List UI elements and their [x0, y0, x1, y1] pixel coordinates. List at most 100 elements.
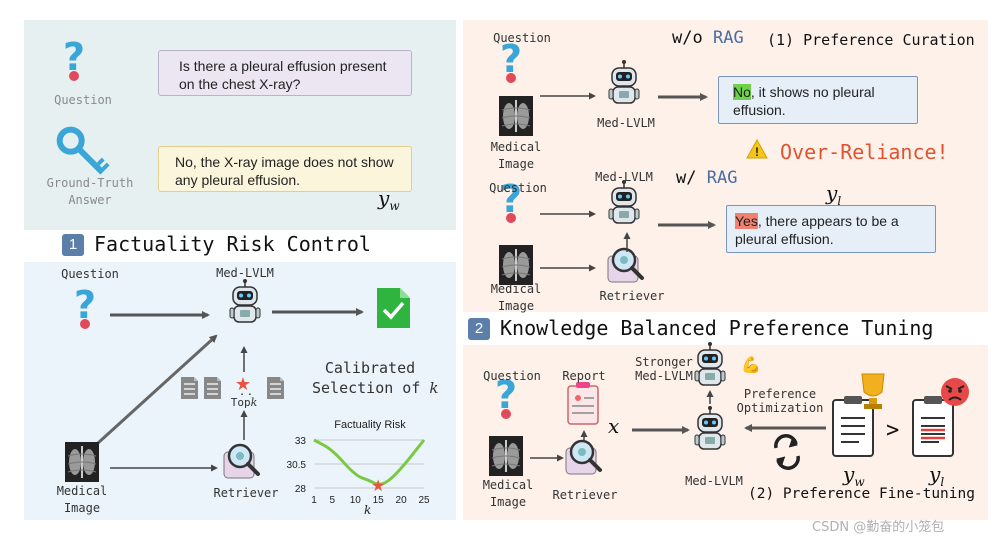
xray-image-icon — [64, 441, 100, 483]
wo-rag-label: w/o RAG — [672, 28, 744, 48]
answer-no-bubble: No, it shows no pleural effusion. — [718, 76, 918, 124]
medical-image-label-line1: Medical — [490, 140, 542, 154]
stronger-line1: Stronger — [635, 355, 693, 369]
document-icon — [266, 376, 285, 400]
topk-label: Topk — [222, 396, 266, 410]
yw-base: y — [843, 462, 855, 486]
section1-title-text: Factuality Risk Control — [94, 232, 371, 256]
document-icon — [203, 376, 222, 400]
pref-opt-line1: Preference — [743, 387, 817, 401]
question-label: Question — [489, 181, 547, 195]
section2-title-text: Knowledge Balanced Preference Tuning — [500, 316, 934, 340]
med-lvlm-label: Med-LVLM — [685, 474, 743, 488]
preference-finetuning-title: (2) Preference Fine-tuning — [748, 486, 975, 502]
ground-truth-text: No, the X-ray image does not show any pl… — [175, 154, 394, 188]
ground-truth-label-line2: Answer — [68, 193, 112, 207]
topk-text: Top — [230, 396, 251, 409]
angry-face-icon — [941, 378, 969, 406]
cycle-arrows-icon — [774, 434, 800, 470]
preference-curation-title: (1) Preference Curation — [767, 31, 975, 49]
xray-image-icon — [498, 95, 534, 137]
chart-risk-line — [313, 438, 426, 486]
panel-preference-curation — [463, 20, 988, 312]
ellipsis-dots: . . — [240, 382, 252, 398]
chart-optimum-star: ★ — [371, 478, 385, 495]
over-reliance-warning: Over-Reliance! — [780, 140, 949, 164]
medical-image-label-line2: Image — [489, 495, 527, 509]
trophy-icon — [861, 373, 885, 409]
chart-title: Factuality Risk — [334, 419, 406, 431]
question-label: Question — [61, 267, 119, 281]
section1-title: 1 Factuality Risk Control — [62, 232, 371, 256]
pref-opt-line2: Optimization — [736, 401, 824, 415]
yl-base: y — [826, 181, 838, 205]
answer-no-highlight: No — [733, 84, 751, 100]
question-label: Question — [493, 31, 551, 45]
yl-symbol: yl — [826, 181, 841, 208]
yw-subscript: w — [389, 199, 400, 213]
yl-symbol: yl — [929, 462, 944, 489]
retriever-icon — [222, 443, 260, 480]
calibrated-variable: k — [429, 379, 439, 397]
report-label: Report — [562, 369, 606, 383]
verified-document-icon — [377, 288, 410, 328]
medical-image-label: Medical Image — [478, 282, 554, 313]
retriever-icon — [606, 247, 644, 284]
med-lvlm-label: Med-LVLM — [216, 266, 274, 280]
retriever-label: Retriever — [552, 488, 618, 502]
rag-text: RAG — [712, 28, 744, 48]
chart-x-tick-label: 10 — [350, 495, 362, 506]
medical-image-label-line1: Medical — [56, 484, 108, 498]
report-icon — [567, 382, 599, 425]
yl-base: y — [929, 462, 941, 486]
xray-image-icon — [498, 244, 534, 286]
star-icon: ★ — [235, 374, 251, 394]
medical-image-label-line2: Image — [497, 299, 535, 313]
rag-text: RAG — [706, 168, 738, 188]
chart-x-tick-label: 25 — [418, 495, 430, 506]
yw-symbol: yw — [378, 186, 400, 213]
answer-yes-highlight: Yes — [735, 213, 758, 229]
med-lvlm-label: Med-LVLM — [597, 116, 655, 130]
calibrated-line2: Selection of k — [312, 378, 439, 398]
calibrated-selection-label: Calibrated Selection of k — [312, 358, 439, 398]
robot-icon — [229, 278, 261, 323]
medical-image-label: Medical Image — [42, 484, 122, 515]
medical-image-label-line1: Medical — [482, 478, 534, 492]
answer-yes-bubble: Yes, there appears to be a pleural effus… — [726, 205, 936, 253]
xray-image-icon — [488, 435, 524, 477]
yw-base: y — [378, 186, 390, 210]
preference-optimization-label: Preference Optimization — [734, 387, 826, 415]
document-icon — [180, 376, 199, 400]
retriever-icon — [564, 439, 602, 476]
chart-x-tick-label: 20 — [396, 495, 408, 506]
chart-x-tick-label: 15 — [373, 495, 385, 506]
stronger-line2: Med-LVLM — [635, 369, 693, 383]
chart-x-tick-label: 5 — [330, 495, 336, 506]
question-label: Question — [483, 369, 541, 383]
medical-image-label-line1: Medical — [490, 282, 542, 296]
w-rag-label: w/ RAG — [676, 168, 737, 188]
watermark: CSDN @勤奋的小笼包 — [812, 520, 945, 535]
chart-x-label: k — [364, 503, 372, 517]
warning-icon: ! — [746, 138, 768, 159]
ground-truth-label: Ground-Truth Answer — [40, 176, 140, 207]
yl-subscript: l — [940, 475, 945, 489]
dispreferred-response-clipboard-icon — [912, 395, 954, 457]
robot-icon — [608, 179, 640, 224]
question-mark-icon — [62, 35, 86, 81]
medical-image-label-line2: Image — [63, 501, 101, 515]
robot-icon — [608, 59, 640, 104]
section1-badge: 1 — [62, 234, 84, 256]
question-label: Question — [54, 93, 112, 107]
greater-than-symbol: > — [886, 418, 900, 443]
section2-badge: 2 — [468, 318, 490, 340]
question-bubble: Is there a pleural effusion present on t… — [158, 50, 412, 96]
question-text: Is there a pleural effusion present on t… — [179, 58, 387, 92]
med-lvlm-label: Med-LVLM — [595, 170, 653, 184]
medical-image-label: Medical Image — [470, 478, 546, 509]
retriever-label: Retriever — [213, 486, 279, 500]
ground-truth-label-line1: Ground-Truth — [46, 176, 134, 190]
